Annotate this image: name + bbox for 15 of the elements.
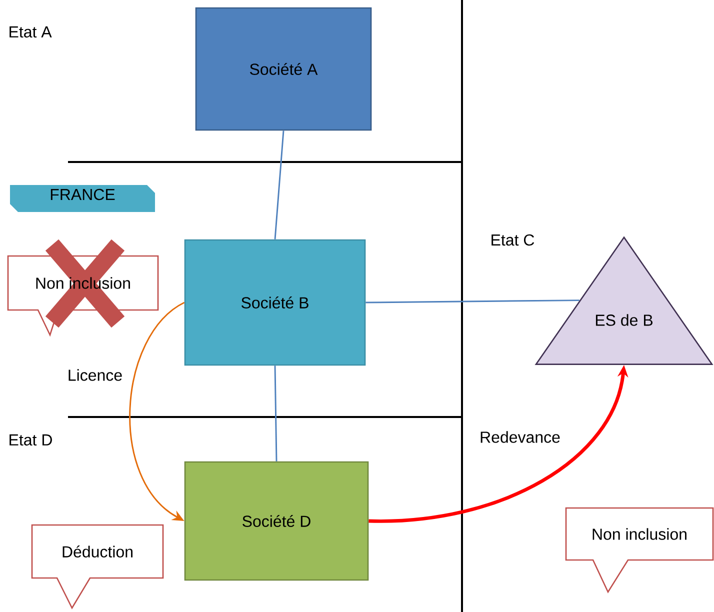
- edge-label: Licence: [66, 368, 124, 382]
- region-label: Etat C: [492, 234, 534, 246]
- connector-line: [274, 130, 284, 240]
- connector-line: [366, 300, 580, 304]
- speech-bubble: Non inclusion: [565, 507, 714, 594]
- company-box: Société D: [184, 461, 369, 581]
- arrow: [129, 302, 185, 521]
- region-label: Etat A: [10, 26, 52, 38]
- speech-bubble: Déduction: [31, 524, 164, 610]
- company-box: Société B: [184, 239, 366, 366]
- tag-label: FRANCE: [10, 185, 155, 212]
- region-label: Etat D: [10, 434, 52, 446]
- edge-label: Redevance: [478, 430, 562, 444]
- connector-line: [274, 366, 278, 462]
- company-box: Société A: [195, 7, 372, 131]
